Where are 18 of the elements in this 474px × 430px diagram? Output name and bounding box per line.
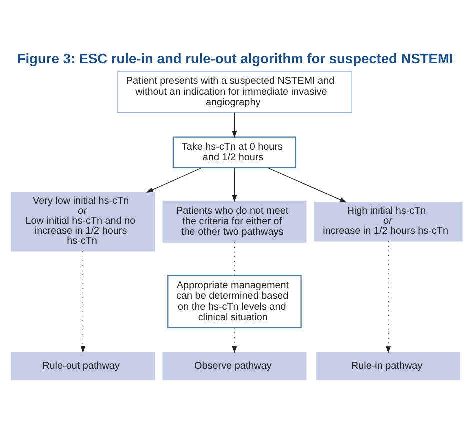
arrow [386, 241, 391, 354]
diagram-title: Figure 3: ESC rule-in and rule-out algorithm for suspected NSTEMI [17, 51, 454, 66]
node-box: Patients who do not meet the criteria for either of the other two pathways [162, 200, 307, 243]
connector [234, 242, 236, 276]
node-box: Appropriate management can be determined based on the hs-cTn levels and clinical situation [168, 275, 302, 328]
node-box: Take hs-cTn at 0 hours and 1/2 hours [172, 136, 296, 168]
arrow [232, 168, 238, 202]
node-box: Rule-in pathway [316, 352, 460, 380]
node-box: Observe pathway [162, 352, 307, 380]
arrow [146, 168, 202, 193]
arrow [268, 168, 347, 203]
arrow [232, 328, 238, 354]
arrow [232, 112, 238, 138]
node-box: High initial hs-cTn or increase in 1/2 hours hs-cTn [314, 202, 463, 242]
arrow [80, 251, 86, 354]
node-box: Very low initial hs-cTn or Low initial hs-cTn and no increase in 1/2 hours hs-cTn [11, 192, 156, 252]
node-box: Rule-out pathway [11, 352, 156, 380]
node-box: Patient presents with a suspected NSTEMI and without an indication for immediate invasive angiography [118, 71, 352, 114]
